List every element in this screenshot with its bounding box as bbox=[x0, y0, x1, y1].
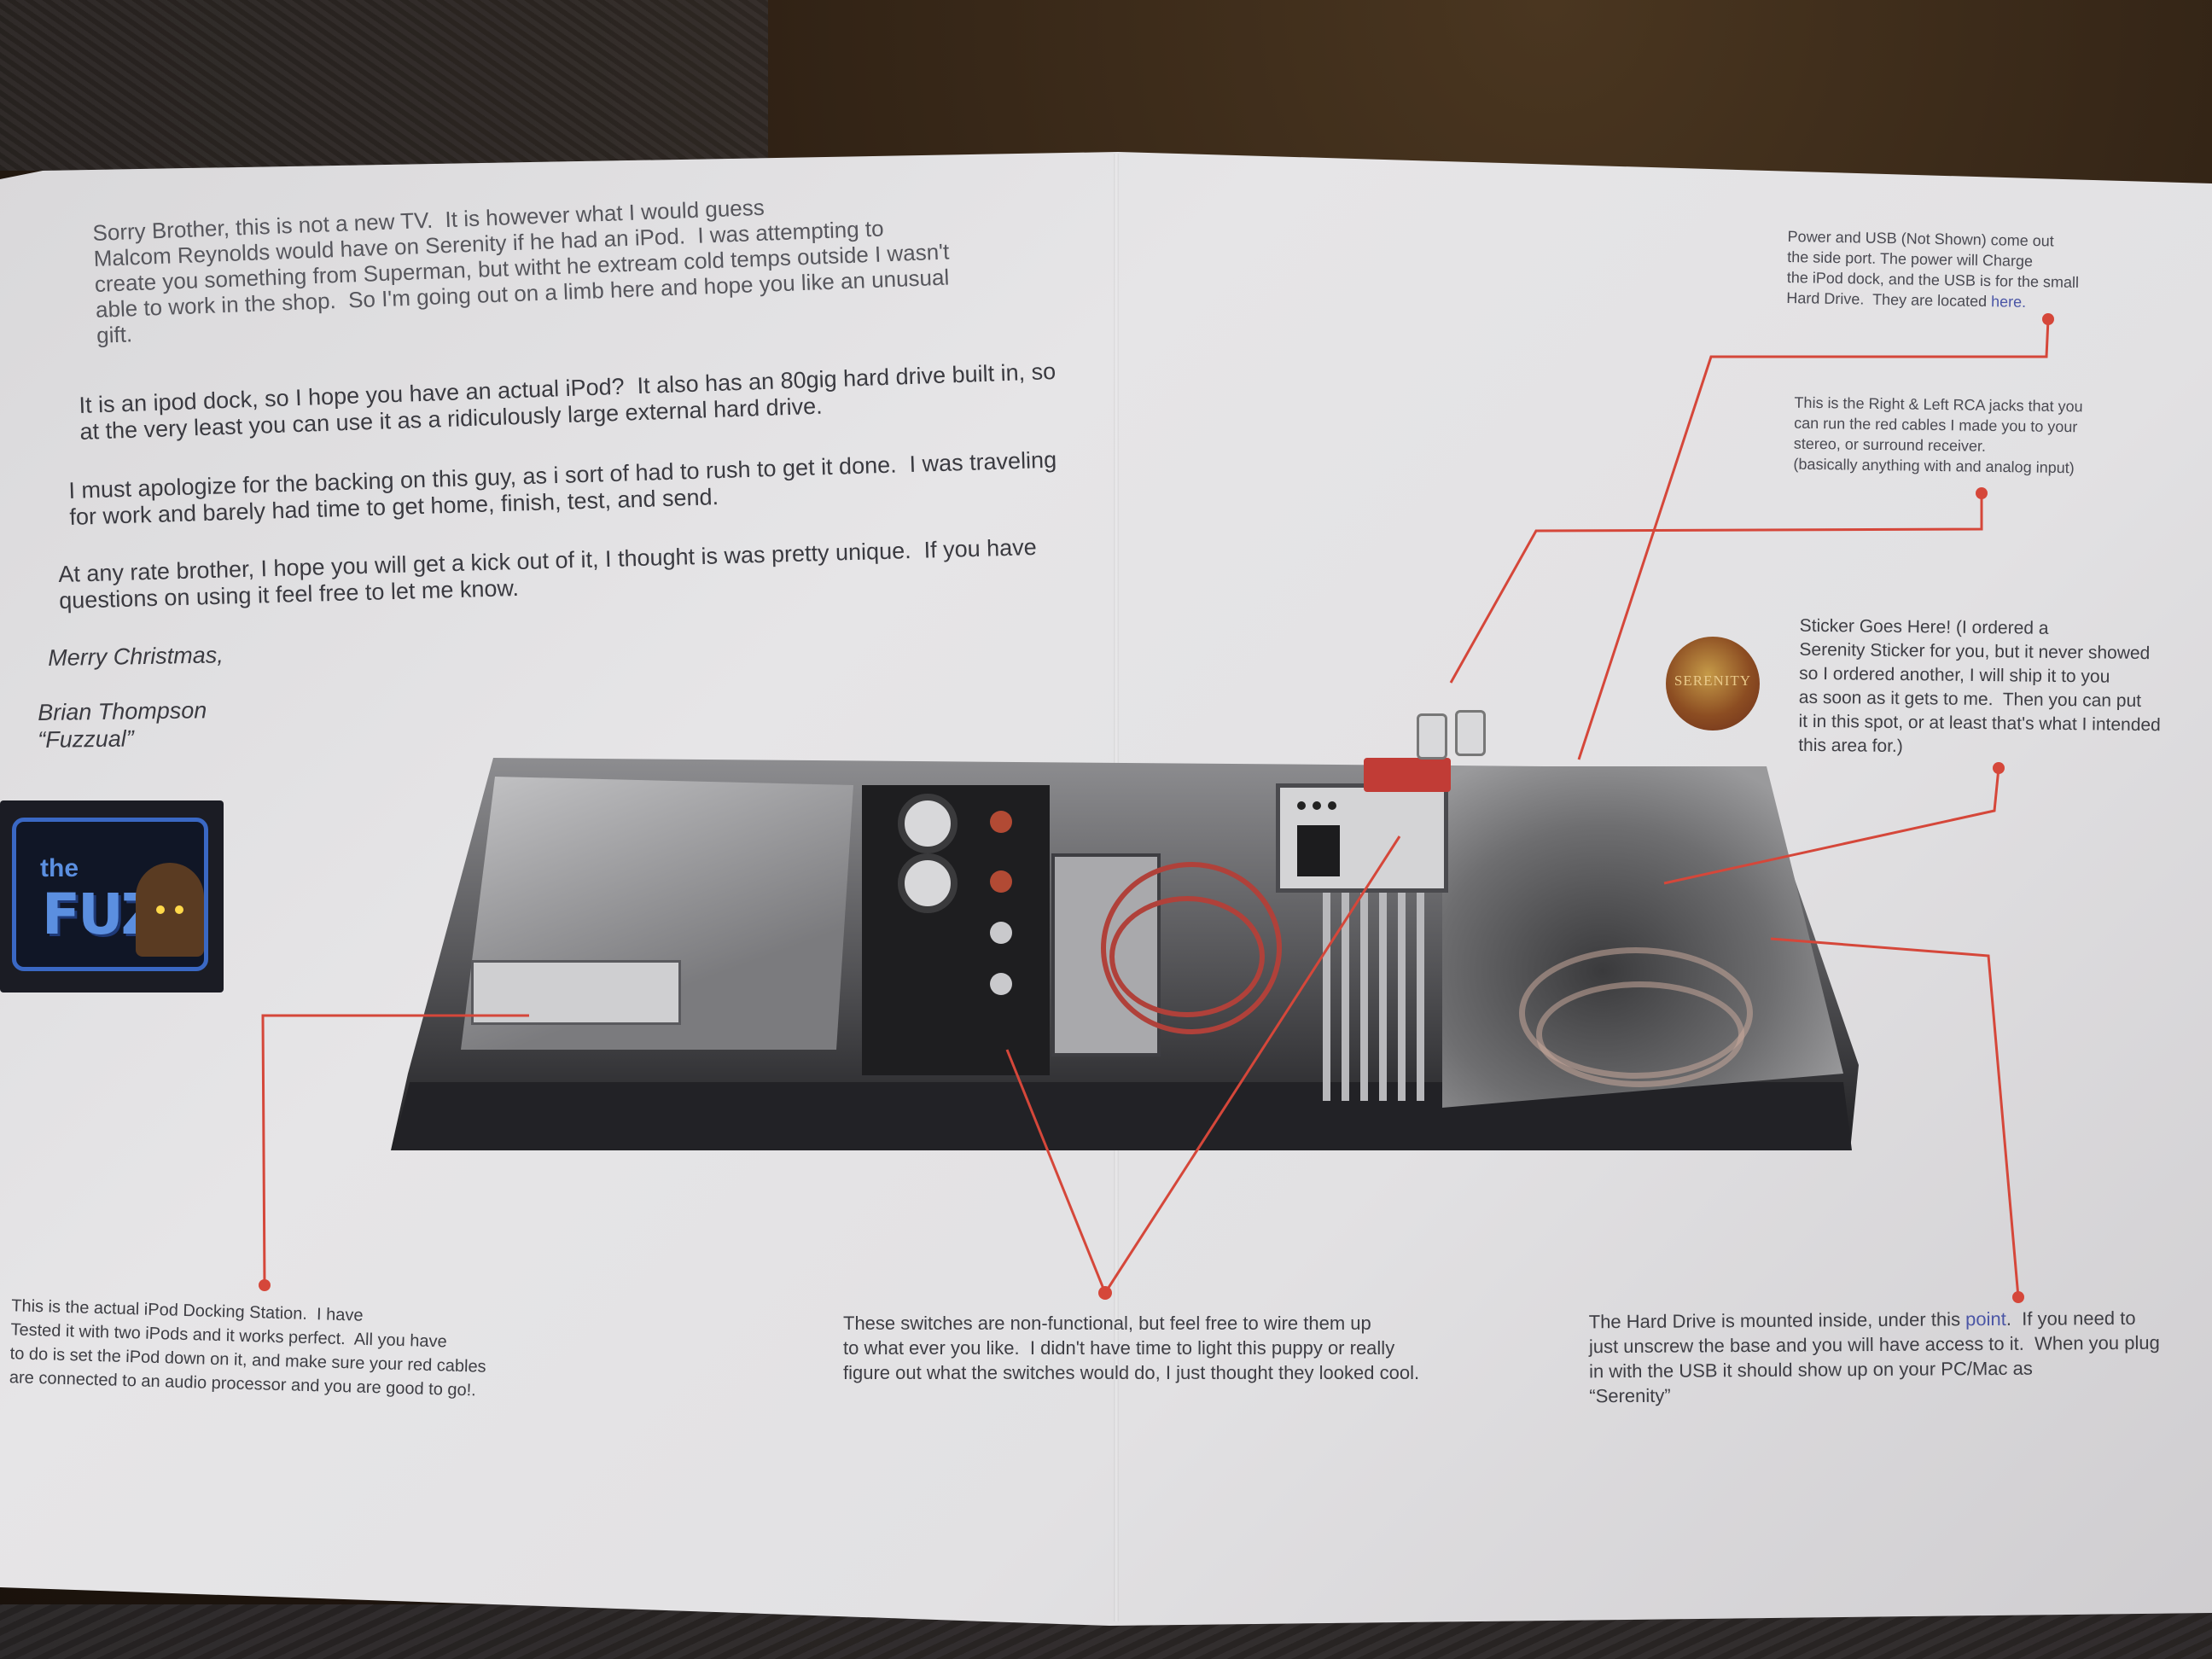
red-switch-icon bbox=[990, 811, 1012, 833]
port-led-icon bbox=[1313, 801, 1321, 810]
leader-dot bbox=[2042, 313, 2054, 325]
leader-power-usb bbox=[1577, 318, 2050, 760]
callout-power-usb: Power and USB (Not Shown) come out the s… bbox=[1786, 226, 2080, 313]
switch-panel bbox=[862, 785, 1050, 1075]
leader-dot bbox=[1098, 1286, 1112, 1300]
leader-paths bbox=[261, 318, 2050, 1298]
stamp-text: SERENITY bbox=[1674, 672, 1752, 689]
leader-dock bbox=[261, 1014, 529, 1286]
logo-frame: the FUZZ bbox=[12, 818, 208, 971]
hood-left-eye bbox=[156, 905, 165, 914]
logo-small-word: the bbox=[40, 854, 79, 882]
red-connector-cap bbox=[1364, 758, 1451, 792]
red-wire bbox=[1101, 862, 1282, 1034]
leader-rca bbox=[1449, 493, 1983, 684]
toggle-switch-icon bbox=[990, 973, 1012, 995]
hooded-figure-icon bbox=[136, 863, 204, 957]
leader-sticker bbox=[1663, 767, 2000, 885]
rca-jack-icon bbox=[1455, 710, 1486, 756]
knob-icon bbox=[898, 853, 958, 913]
rca-jack-icon bbox=[1417, 713, 1447, 760]
callout-hard-drive: The Hard Drive is mounted inside, under … bbox=[1589, 1306, 2161, 1409]
leader-dot bbox=[2012, 1291, 2024, 1303]
serenity-sticker-placeholder: SERENITY bbox=[1666, 637, 1760, 731]
leader-dot bbox=[1993, 762, 2005, 774]
leader-dot bbox=[1976, 487, 1988, 499]
hood-right-eye bbox=[175, 905, 183, 914]
leader-endpoints bbox=[259, 313, 2054, 1303]
fabric-background bbox=[0, 0, 768, 171]
leader-switches-a bbox=[1005, 1049, 1107, 1294]
red-switch-icon bbox=[990, 870, 1012, 893]
leader-dot bbox=[259, 1279, 271, 1291]
callout-sticker: Sticker Goes Here! (I ordered a Serenity… bbox=[1798, 615, 2161, 757]
cable-coil bbox=[1536, 981, 1744, 1087]
callout-dock-station: This is the actual iPod Docking Station.… bbox=[9, 1296, 486, 1400]
connector-pins bbox=[1323, 879, 1442, 1101]
ipod-dock-slot bbox=[471, 960, 681, 1025]
callout-switches: These switches are non-functional, but f… bbox=[843, 1313, 1420, 1383]
leader-switches-b bbox=[1103, 835, 1401, 1294]
toggle-switch-icon bbox=[990, 922, 1012, 944]
knob-icon bbox=[898, 794, 958, 853]
side-port-box bbox=[1276, 783, 1448, 893]
red-wire bbox=[1109, 896, 1265, 1017]
callout-power-usb-text: Power and USB (Not Shown) come out the s… bbox=[1786, 228, 2080, 311]
callout-rca-jacks: This is the Right & Left RCA jacks that … bbox=[1793, 393, 2083, 477]
usb-port-icon bbox=[1297, 825, 1340, 876]
callout-hard-drive-link[interactable]: point bbox=[1965, 1307, 2006, 1330]
callout-power-usb-link[interactable]: here. bbox=[1990, 293, 2027, 311]
callout-hard-drive-text-a: The Hard Drive is mounted inside, under … bbox=[1588, 1308, 1966, 1333]
leader-hard-drive bbox=[1770, 937, 2020, 1298]
port-led-icon bbox=[1297, 801, 1306, 810]
port-led-icon bbox=[1328, 801, 1336, 810]
fuzz-logo: the FUZZ bbox=[0, 800, 224, 992]
